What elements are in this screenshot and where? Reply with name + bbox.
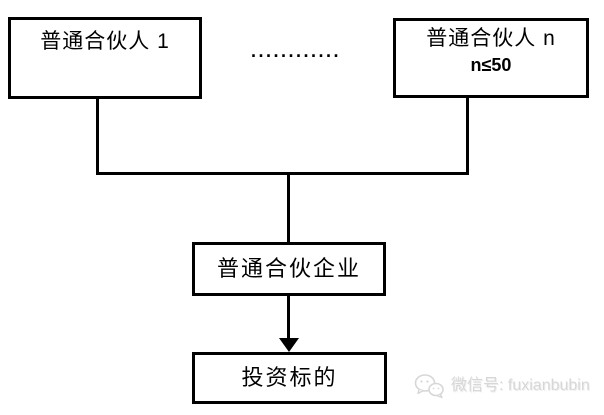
node-investment-target: 投资标的 [192, 352, 387, 404]
node-partnership-enterprise: 普通合伙企业 [192, 242, 386, 296]
wechat-icon [414, 373, 444, 399]
node-general-partner-n: 普通合伙人 n n≤50 [393, 18, 589, 98]
node-general-partner-1: 普通合伙人 1 [8, 17, 202, 99]
watermark-text: 微信号: fuxianbubin [451, 377, 590, 394]
ellipsis-dots: ............ [251, 41, 342, 61]
node-partnership-enterprise-label: 普通合伙企业 [216, 256, 361, 281]
node-investment-target-label: 投资标的 [241, 365, 338, 390]
arrow-head-icon [279, 338, 299, 352]
connector-horizontal-bar [96, 172, 469, 175]
node-general-partner-n-label: 普通合伙人 n [426, 27, 556, 50]
connector-right-stem [466, 97, 469, 175]
watermark: 微信号: fuxianbubin [414, 373, 590, 399]
connector-center-stem [287, 172, 290, 244]
arrow-shaft [287, 296, 290, 340]
connector-left-stem [96, 98, 99, 175]
node-general-partner-n-sublabel: n≤50 [470, 55, 512, 75]
node-general-partner-1-label: 普通合伙人 1 [40, 30, 170, 53]
